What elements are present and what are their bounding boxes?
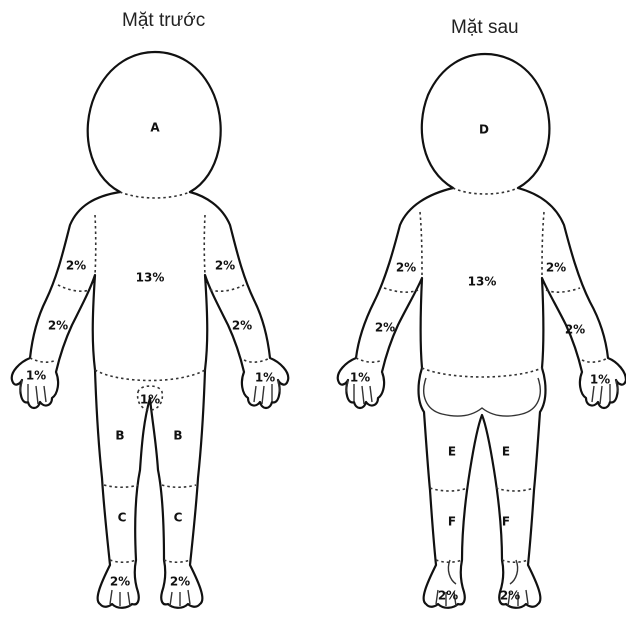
front-foot-right-label: 2%: [170, 575, 190, 589]
back-hand-left-label: 1%: [350, 371, 370, 385]
front-upper-arm-left-label: 2%: [66, 259, 86, 273]
back-forearm-left-label: 2%: [375, 321, 395, 335]
back-upper-arm-left-label: 2%: [396, 261, 416, 275]
back-foot-right-label: 2%: [500, 589, 520, 603]
front-lower-leg-right-label: C: [174, 511, 183, 525]
back-head-label: D: [479, 123, 489, 137]
back-forearm-right-label: 2%: [565, 323, 585, 337]
back-view-title: Mặt sau: [451, 17, 519, 39]
front-forearm-right-label: 2%: [232, 319, 252, 333]
back-body-outline: [338, 188, 626, 608]
front-figure: A 13% 2% 2% 2% 2% 1% 1% 1% B B C C 2% 2%: [12, 52, 289, 608]
back-lower-leg-left-label: F: [448, 515, 456, 529]
front-foot-left-label: 2%: [110, 575, 130, 589]
back-lower-leg-right-label: F: [502, 515, 510, 529]
front-thigh-right-label: B: [173, 429, 182, 443]
front-thigh-left-label: B: [115, 429, 124, 443]
back-foot-left-label: 2%: [438, 589, 458, 603]
front-hand-right-label: 1%: [255, 371, 275, 385]
front-view-title: Mặt trước: [122, 10, 205, 32]
back-thigh-right-label: E: [502, 445, 510, 459]
back-thigh-left-label: E: [448, 445, 456, 459]
front-upper-arm-right-label: 2%: [215, 259, 235, 273]
front-lower-leg-left-label: C: [118, 511, 127, 525]
back-hand-right-label: 1%: [590, 373, 610, 387]
front-genitals-label: 1%: [140, 393, 160, 407]
front-forearm-left-label: 2%: [48, 319, 68, 333]
back-upper-arm-right-label: 2%: [546, 261, 566, 275]
front-hand-left-label: 1%: [26, 369, 46, 383]
back-head-outline: [422, 54, 550, 188]
front-trunk-label: 13%: [136, 271, 165, 285]
front-head-label: A: [150, 121, 160, 135]
back-trunk-label: 13%: [468, 275, 497, 289]
back-figure: D 13% 2% 2% 2% 2% 1% 1% E E F F 2% 2%: [338, 54, 626, 608]
